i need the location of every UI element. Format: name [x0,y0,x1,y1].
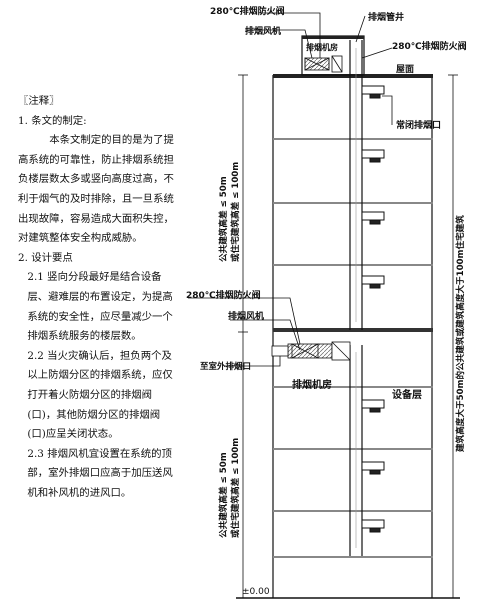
label-outdoor-outlet: 至室外排烟口 [200,361,251,372]
label-280-valve-right: 280℃排烟防火阀 [392,40,467,52]
label-ground-level: ±0.00 [242,587,270,597]
lower-exhaust-branches [361,399,385,533]
note-item21: 2.1 竖向分段最好是结合设备层、避难层的布置设定，为提高系统的安全性，应尽量减… [27,271,173,343]
note-item1-body: 本条文制定的目的是为了提高系统的可靠性，防止排烟系统担负楼层数太多或竖向高度过高… [18,134,174,245]
label-fan-mid: 排烟风机 [228,310,264,322]
rooftop-fan-room [301,35,365,76]
label-equipment-floor: 设备层 [392,388,422,401]
smoke-shaft-lower [349,345,363,556]
label-280-valve-top: 280℃排烟防火阀 [210,5,285,17]
note-item23: 2.3 排烟风机宜设置在系统的顶部，室外排烟口应高于加压送风机和补风机的进风口。 [27,447,173,499]
label-fan-room-mid: 排烟机房 [292,378,332,391]
notes-panel: 〖注释〗 1. 条文的制定: 本条文制定的目的是为了提高系统的可靠性，防止排烟系… [18,92,178,503]
mid-fan-room [271,341,351,361]
roof-slab [273,74,433,78]
label-height-limit-upper-2: 或住宅建筑高差 ≤ 100m [229,162,241,262]
label-height-limit-lower: 公共建筑高差 ≤ 50m [217,452,229,538]
label-fan-top: 排烟风机 [245,25,281,37]
label-height-limit-lower-2: 或住宅建筑高差 ≤ 100m [229,438,241,538]
smoke-shaft-upper [349,40,363,330]
leader-lines [188,12,393,367]
label-smoke-shaft: 排烟管井 [368,11,404,23]
label-roof: 屋面 [396,64,414,75]
upper-exhaust-branches [361,85,385,289]
floor-slabs [273,138,433,558]
note-item22: 2.2 当火灾确认后，担负两个及以上防烟分区的排烟系统，应仅打开着火防烟分区的排… [27,349,173,441]
label-height-limit-upper: 公共建筑高差 ≤ 50m [217,176,229,262]
label-normally-closed-outlet: 常闭排烟口 [396,119,441,131]
notes-heading: 〖注释〗 [18,95,60,107]
label-fan-room-top: 排烟机房 [306,42,338,52]
label-280-valve-mid: 280℃排烟防火阀 [186,289,261,301]
note-item2-title: 2. 设计要点 [18,251,73,264]
label-building-height-note: 建筑高度大于50m的公共建筑或建筑高度大于100m住宅建筑 [454,215,466,453]
dimension-lines [238,74,458,599]
note-item1-title: 1. 条文的制定: [18,114,87,127]
